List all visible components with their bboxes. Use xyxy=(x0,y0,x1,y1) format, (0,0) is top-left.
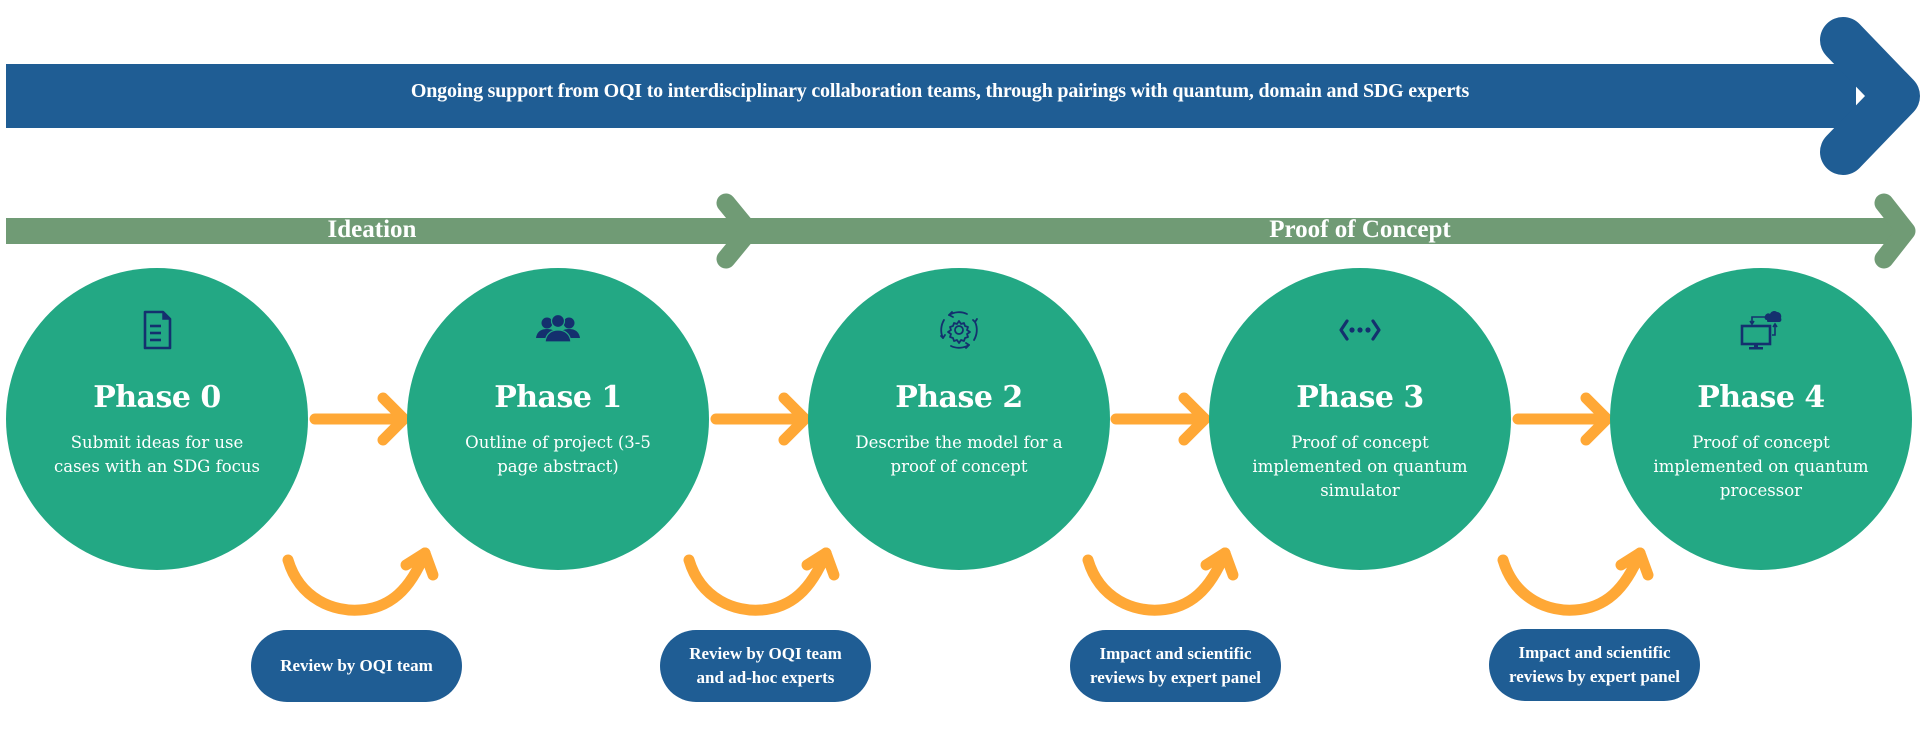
review-loop-arrow xyxy=(683,547,840,616)
phase-connector-arrow xyxy=(1512,392,1613,446)
phase-title: Phase 2 xyxy=(895,380,1023,415)
phase-0-circle: Phase 0 Submit ideas for use cases with … xyxy=(6,268,308,570)
gear-cycle-icon xyxy=(940,311,978,349)
support-banner-text: Ongoing support from OQI to interdiscipl… xyxy=(410,80,1470,102)
stage-end-arrowhead xyxy=(1874,193,1916,269)
review-loop-arrow xyxy=(1497,547,1654,616)
support-banner-bar xyxy=(6,64,1856,128)
code-dots-icon xyxy=(1339,319,1381,341)
review-loop-arrow xyxy=(1082,547,1239,616)
support-banner-arrowhead xyxy=(1820,17,1920,175)
stage-bar xyxy=(6,218,1896,244)
phase-title: Phase 0 xyxy=(93,380,221,415)
review-badge: Review by OQI team xyxy=(251,630,462,702)
phase-connector-arrow xyxy=(1110,392,1211,446)
phase-connector-arrow xyxy=(710,392,811,446)
phase-description: Describe the model for a proof of concep… xyxy=(855,433,1063,476)
stage-label-proof-of-concept: Proof of Concept xyxy=(1269,216,1451,243)
phase-description: Proof of concept implemented on quantum … xyxy=(1653,433,1869,500)
phase-description: Outline of project (3-5 page abstract) xyxy=(465,433,651,476)
phase-1-circle: Phase 1 Outline of project (3-5 page abs… xyxy=(407,268,709,570)
review-text: Impact and scientific reviews by expert … xyxy=(1508,643,1681,686)
review-text: Review by OQI team and ad-hoc experts xyxy=(689,644,842,687)
review-loop-arrow xyxy=(282,547,439,616)
phase-title: Phase 3 xyxy=(1296,380,1424,415)
phase-description: Submit ideas for use cases with an SDG f… xyxy=(54,433,260,476)
review-text: Review by OQI team xyxy=(280,656,433,675)
phase-2-circle: Phase 2 Describe the model for a proof o… xyxy=(808,268,1110,570)
review-badge: Review by OQI team and ad-hoc experts xyxy=(660,630,871,702)
cloud-computer-icon xyxy=(1740,310,1782,350)
review-badge: Impact and scientific reviews by expert … xyxy=(1489,629,1700,701)
stage-divider-chevron xyxy=(716,193,759,269)
phase-connector-arrow xyxy=(309,392,410,446)
phase-title: Phase 1 xyxy=(494,380,622,415)
phase-description: Proof of concept implemented on quantum … xyxy=(1252,433,1468,500)
phase-3-circle: Phase 3 Proof of concept implemented on … xyxy=(1209,268,1511,570)
phase-title: Phase 4 xyxy=(1697,380,1825,415)
review-badge: Impact and scientific reviews by expert … xyxy=(1070,630,1281,702)
stage-label-ideation: Ideation xyxy=(327,216,417,243)
phase-4-circle: Phase 4 Proof of concept implemented on … xyxy=(1610,268,1912,570)
review-text: Impact and scientific reviews by expert … xyxy=(1089,644,1262,687)
team-icon xyxy=(536,313,580,343)
document-icon xyxy=(143,310,172,350)
